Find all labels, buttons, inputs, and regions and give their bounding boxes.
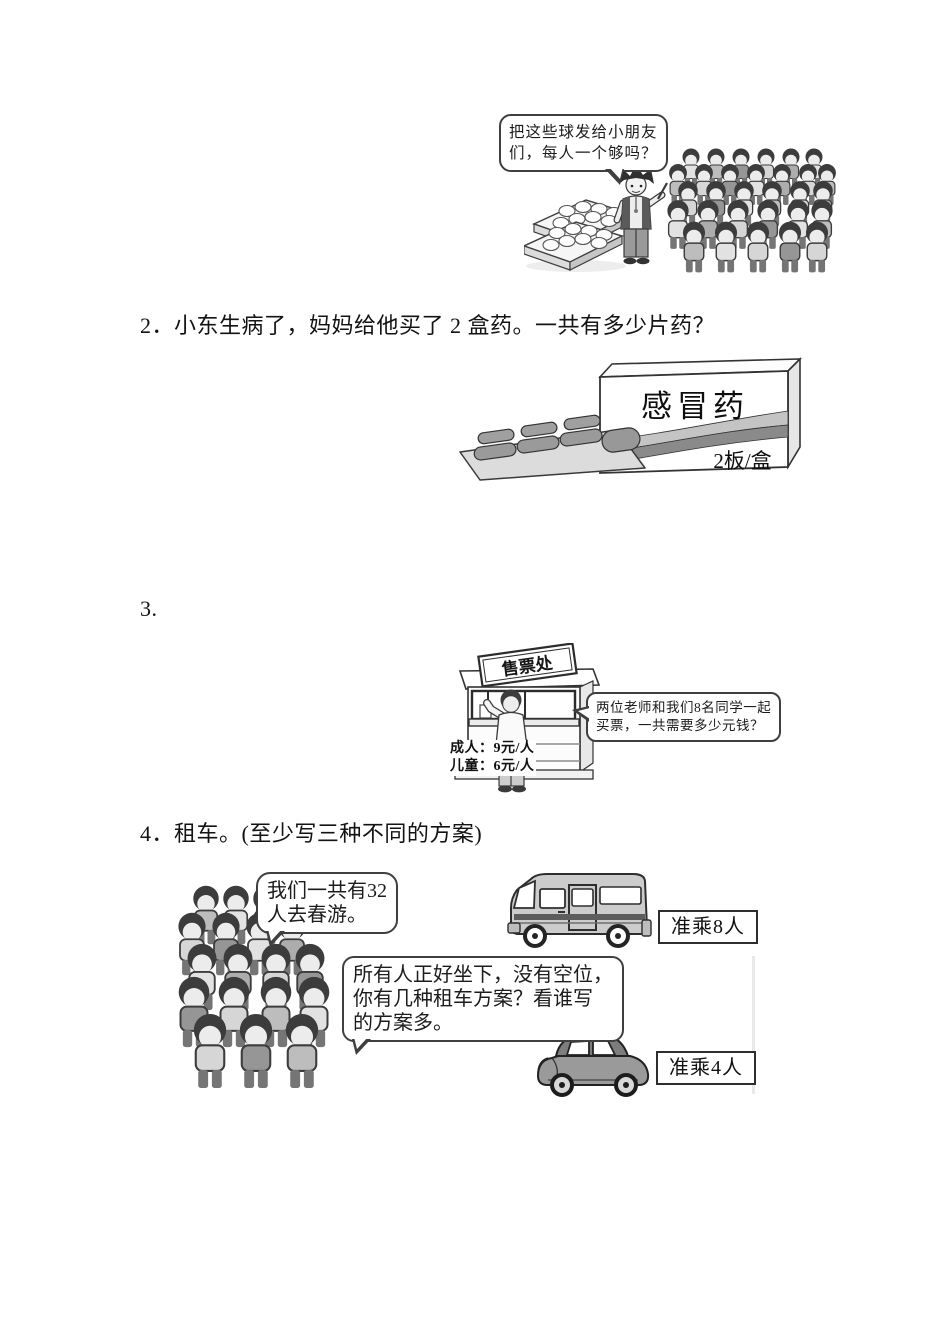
ticket-office-illustration: 售票处	[425, 642, 785, 803]
side-stripe	[514, 914, 645, 920]
problem1-speech-bubble: 把这些球发给小朋友 们，每人一个够吗？	[499, 114, 668, 185]
ball-trays-illustration	[524, 199, 633, 272]
windshield	[512, 879, 536, 909]
problem4-speech-bubble-question: 所有人正好坐下，没有空位， 你有几种租车方案？看谁写 的方案多。	[342, 956, 624, 1055]
bubble-line: 我们一共有32	[267, 880, 387, 902]
bubble-line: 买票，一共需要多少元钱？	[596, 718, 764, 733]
price-adult: 成人：9元/人	[448, 740, 537, 758]
car-capacity-label: 准乘4人	[656, 1051, 756, 1085]
medicine-spec: 2板/盒	[713, 449, 772, 473]
bubble-line: 们，每人一个够吗？	[509, 145, 658, 162]
ribbon-dark	[599, 424, 789, 466]
problem3-speech-bubble: 两位老师和我们8名同学一起 买票，一共需要多少元钱？	[571, 692, 782, 742]
bubble-line: 你有几种租车方案？看谁写	[353, 988, 593, 1010]
problem3-number: 3.	[140, 596, 158, 621]
medicine-name: 感冒药	[641, 389, 749, 424]
bubble-line: 所有人正好坐下，没有空位，	[353, 964, 613, 986]
pointer-stick	[657, 182, 668, 200]
medicine-box-graphic	[459, 357, 802, 481]
bubble-line: 把这些球发给小朋友	[509, 124, 658, 141]
van-capacity-label: 准乘8人	[658, 910, 758, 944]
teacher-figure	[613, 165, 668, 265]
ticket-price-list: 成人：9元/人 儿童：6元/人	[448, 740, 537, 776]
scan-artifact-line	[752, 956, 755, 1094]
medicine-illustration: 感冒药 2板/盒	[450, 355, 815, 490]
problem2-text: 2．小东生病了，妈妈给他买了 2 盒药。一共有多少片药？	[140, 313, 716, 338]
children-crowd	[666, 147, 837, 274]
sliding-door	[568, 884, 597, 931]
blister-pack	[459, 414, 646, 481]
bubble-line: 的方案多。	[353, 1012, 453, 1034]
van-illustration	[507, 873, 652, 948]
bubble-line: 人去春游。	[267, 904, 367, 926]
bubble-line: 两位老师和我们8名同学一起	[596, 700, 772, 715]
problem4-text: 4．租车。(至少写三种不同的方案)	[140, 821, 483, 846]
hair	[619, 165, 654, 184]
price-child: 儿童：6元/人	[448, 758, 537, 776]
ticket-office-sign: 售票处	[477, 642, 578, 688]
problem4-speech-bubble-students: 我们一共有32 人去春游。	[256, 872, 398, 947]
